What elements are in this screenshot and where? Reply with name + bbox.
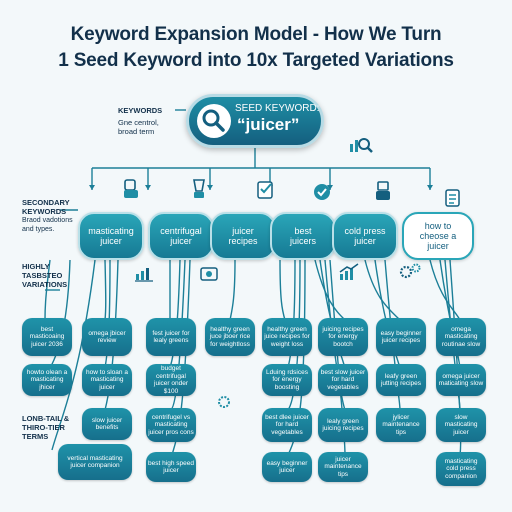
node-text: juicer (427, 241, 449, 251)
document-icon (445, 189, 460, 207)
node-text: recipes (228, 236, 258, 246)
gear-icon (399, 263, 421, 279)
blender-icon (193, 179, 205, 198)
side-label-secondary: SECONDARY KEYWORDS Braod vadotions and t… (22, 198, 73, 234)
leaf-node: Lduing rdsices for energy boosting (262, 364, 312, 396)
leaf-node: juicing recipes for energy bootch (318, 318, 368, 356)
kitchen-icon (200, 267, 218, 281)
side-highly-heading-3: VARIATIONS (22, 280, 68, 289)
node-text: cold press (344, 226, 386, 236)
magnifier-icon (197, 104, 231, 138)
leaf-node: juicer maintenance tips (318, 452, 368, 482)
leaf-node: easy beginner juicer recipes (376, 318, 426, 356)
leaf-node: best slow juicer for hard vegetables (318, 364, 368, 396)
side-longtail-heading-1: LONB-TAIL & (22, 414, 70, 423)
juice-press-icon (376, 181, 390, 200)
title-line-2: 1 Seed Keyword into 10x Targeted Variati… (58, 50, 454, 71)
leaf-node: best dlee juicer for hard vegetables (262, 408, 312, 442)
seed-value: “juicer” (237, 115, 300, 134)
side-keywords-heading: KEYWORDS (118, 106, 163, 115)
leaf-node: omega jbicer review (82, 318, 132, 356)
node-text: juicer (170, 236, 192, 246)
leaf-node: omega masticating routinae slow (436, 318, 486, 356)
leaf-node: best masticoaing juicer 2036 (22, 318, 72, 356)
leaf-node: lealy green juicing recipes (318, 408, 368, 442)
node-text: how to (424, 221, 452, 231)
check-badge-icon (314, 184, 330, 200)
title-line-1: Keyword Expansion Model - How We Turn (70, 24, 442, 45)
leaf-node: centrifugel vs masticating juicer pros c… (146, 408, 196, 442)
side-highly-heading-2: TASBSTEO (22, 271, 63, 280)
magnifier-chart-icon (350, 138, 373, 153)
node-text: cheose a (419, 231, 457, 241)
bar-chart-icon (135, 268, 153, 282)
leaf-node: leafy green jutting recipes (376, 364, 426, 396)
juicer-icon (124, 179, 138, 198)
leaf-node: best high speed juicer (146, 452, 196, 482)
leaf-node: budget centrifugal juicer onder $100 (146, 364, 196, 396)
node-text: juicer (232, 226, 254, 236)
growth-chart-icon (339, 263, 359, 280)
page-title: Keyword Expansion Model - How We Turn 1 … (0, 22, 512, 74)
leaf-node: omega juicer maticating slow (436, 364, 486, 396)
node-text: juicer (100, 236, 122, 246)
leaf-node: healthy green juice recipes for weight l… (262, 318, 312, 356)
side-label-highly: HIGHLY TASBSTEO VARIATIONS (22, 262, 67, 289)
node-text: centrifugal (160, 226, 202, 236)
leaf-node: slow juicer benefits (82, 408, 132, 440)
leaf-node: easy beginner juicer (262, 452, 312, 482)
side-label-longtail: LONB-TAIL & THIRO-TIER TERMS (22, 414, 69, 441)
leaf-node: jylicer maintenance tips (376, 408, 426, 442)
node-text: juicers (289, 236, 316, 246)
side-secondary-heading-2: KEYWORDS (22, 207, 67, 216)
seed-label: SEED KEYWORD: (235, 103, 320, 114)
node-text: masticating (88, 226, 134, 236)
leaf-node: fest juicer for lealy greens (146, 318, 196, 356)
side-longtail-heading-3: TERMS (22, 432, 49, 441)
leaf-node: slow masticating juicer (436, 408, 486, 442)
node-text: best (294, 226, 312, 236)
checklist-icon (257, 181, 273, 199)
side-keywords-desc-2: broad term (118, 127, 155, 136)
seed-keyword-node: SEED KEYWORD: “juicer” (186, 94, 324, 148)
side-keywords-desc-1: Gne centrol, (118, 118, 159, 127)
leaf-node: healthy green juce jboer rice for weight… (205, 318, 255, 356)
settings-icon (218, 396, 230, 408)
leaf-node: how to sloan a masticating juicer (82, 364, 132, 396)
side-secondary-heading-1: SECONDARY (22, 198, 70, 207)
side-highly-heading-1: HIGHLY (22, 262, 50, 271)
leaf-node: howto olean a masticating jhicer (22, 364, 72, 396)
side-label-keywords: KEYWORDS Gne centrol, broad term (118, 106, 162, 136)
leaf-node: masticating cold press companion (436, 452, 486, 486)
leaf-node: vertical masticating juicer companion (58, 444, 132, 480)
side-longtail-heading-2: THIRO-TIER (22, 423, 65, 432)
side-secondary-desc-2: and types. (22, 226, 55, 233)
side-secondary-desc-1: Braod vadotions (22, 217, 73, 224)
node-text: juicer (354, 236, 376, 246)
